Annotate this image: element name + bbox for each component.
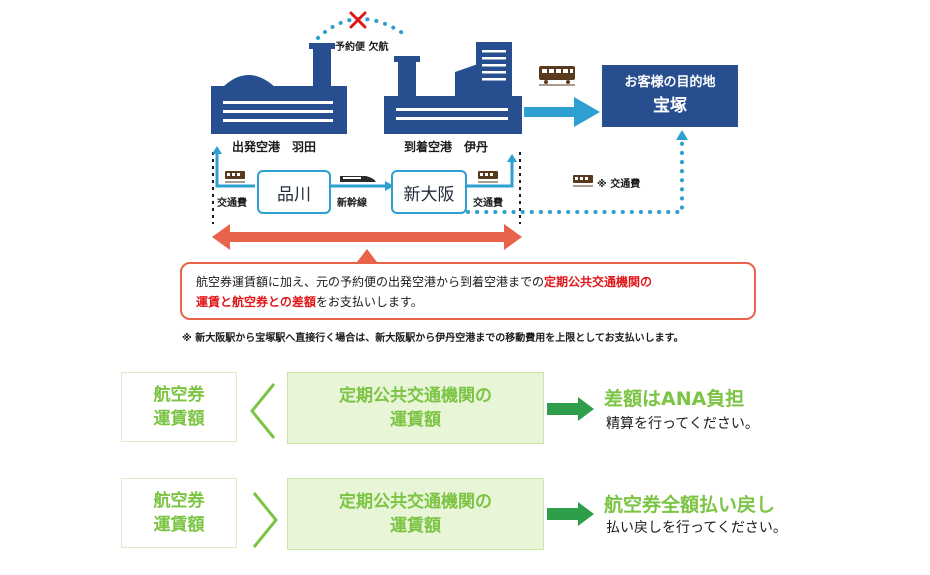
fare-note-label: ※ 交通費 <box>597 179 641 190</box>
result-arrow-1 <box>547 397 594 421</box>
route-arrowhead-right <box>507 154 517 162</box>
arrival-airport-label: 到着空港 伊丹 <box>404 140 489 154</box>
fare-label-left: 交通費 <box>217 198 247 209</box>
destination-dotted-arrowhead <box>676 130 688 140</box>
note-box-pointer <box>357 249 377 262</box>
departure-airport-icon <box>211 43 347 134</box>
station-shinagawa: 品川 <box>257 170 331 214</box>
train-icon <box>539 66 575 86</box>
greater-than-chevron <box>252 492 278 548</box>
row2-result-subtitle: 払い戻しを行ってください。 <box>606 520 787 536</box>
cancelled-flight-label: 予約便 欠航 <box>335 42 389 53</box>
row2-result-title: 航空券全額払い戻し <box>604 494 776 516</box>
route-lines <box>215 152 514 188</box>
row1-transport-line1: 定期公共交通機関の <box>339 386 492 406</box>
footnote: ※ 新大阪駅から宝塚駅へ直接行く場合は、新大阪駅から伊丹空港までの移動費用を上限… <box>182 333 684 344</box>
row2-airfare-line2: 運賃額 <box>153 515 205 535</box>
departure-airport-label: 出発空港 羽田 <box>232 140 317 154</box>
note-highlight-1: 定期公共交通機関の <box>544 275 653 289</box>
row1-result-subtitle: 精算を行ってください。 <box>606 416 759 432</box>
explanation-note: 航空券運賃額に加え、元の予約便の出発空港から到着空港までの定期公共交通機関の 運… <box>180 262 756 320</box>
cancel-x-icon <box>349 11 367 29</box>
route-arrowhead-left <box>212 146 222 154</box>
row1-airfare-box: 航空券 運賃額 <box>121 372 237 442</box>
note-highlight-2: 運賃と航空券との差額 <box>196 295 316 309</box>
small-train-icon-fare-note <box>573 175 593 187</box>
row2-airfare-line1: 航空券 <box>153 491 205 511</box>
row2-public-transport-box: 定期公共交通機関の 運賃額 <box>287 478 544 550</box>
fare-range-arrow <box>212 224 522 250</box>
row2-transport-line2: 運賃額 <box>390 516 441 536</box>
note-text-1: 航空券運賃額に加え、元の予約便の出発空港から到着空港までの <box>196 275 545 289</box>
result-arrow-2 <box>547 502 594 526</box>
row1-airfare-line1: 航空券 <box>153 385 205 405</box>
destination-dotted-route <box>466 134 684 214</box>
small-train-icon-left <box>225 171 245 183</box>
destination-caption: お客様の目的地 <box>624 75 716 90</box>
shinkansen-label: 新幹線 <box>337 198 367 209</box>
row1-result-title: 差額はANA負担 <box>604 388 745 410</box>
shinkansen-icon <box>340 176 376 182</box>
station-shin-osaka: 新大阪 <box>391 170 467 214</box>
destination-name: 宝塚 <box>653 96 687 116</box>
row1-transport-line2: 運賃額 <box>390 410 441 430</box>
row1-public-transport-box: 定期公共交通機関の 運賃額 <box>287 372 544 444</box>
destination-box: お客様の目的地 宝塚 <box>602 65 738 127</box>
destination-arrow <box>524 97 600 127</box>
fare-label-right: 交通費 <box>473 198 503 209</box>
arrival-airport-icon <box>384 42 522 134</box>
row1-airfare-line2: 運賃額 <box>153 409 205 429</box>
row2-airfare-box: 航空券 運賃額 <box>121 478 237 548</box>
small-train-icon-right <box>478 171 498 183</box>
less-than-chevron <box>250 383 276 439</box>
note-text-2: をお支払いします。 <box>315 295 423 309</box>
row2-transport-line1: 定期公共交通機関の <box>339 492 492 512</box>
route-arrowhead-mid <box>385 181 394 191</box>
